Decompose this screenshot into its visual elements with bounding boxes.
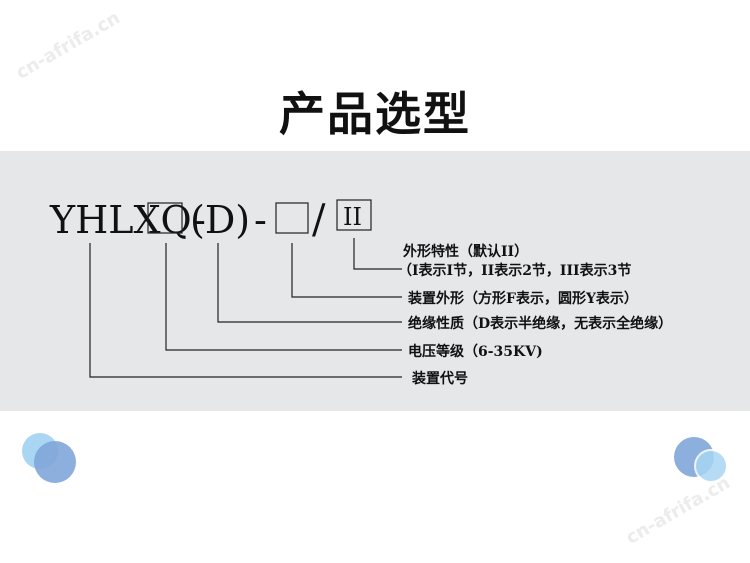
voltage-box: [147, 202, 183, 234]
label-appearance-feature: 外形特性（默认II）: [403, 243, 528, 260]
label-device-shape: 装置外形（方形F表示，圆形Y表示）: [407, 290, 638, 307]
label-device-code: 装置代号: [411, 370, 468, 387]
dash-symbol: -: [254, 198, 267, 242]
model-prefix: YHLXQ-: [49, 198, 206, 242]
slash-symbol: /: [312, 197, 326, 243]
feature-code: II: [343, 203, 362, 231]
insulation-code: (D): [190, 198, 250, 242]
label-voltage-level: 电压等级（6-35KV): [408, 343, 543, 360]
leader-shape: [291, 243, 402, 298]
label-insulation-type: 绝缘性质（D表示半绝缘，无表示全绝缘）: [408, 315, 672, 332]
leader-device-code: [89, 243, 402, 378]
label-appearance-feature-note: （I表示I节，II表示2节，III表示3节: [398, 262, 631, 279]
decor-circle-right-ring: [694, 449, 728, 483]
leader-insulation: [217, 243, 402, 323]
feature-box: [336, 199, 372, 231]
leader-voltage: [165, 243, 402, 351]
leader-feature: [353, 238, 402, 270]
decor-circle-left-mid: [34, 441, 76, 483]
diagram-band: [0, 151, 750, 411]
page-title: 产品选型: [279, 87, 471, 141]
shape-box: [275, 202, 309, 234]
